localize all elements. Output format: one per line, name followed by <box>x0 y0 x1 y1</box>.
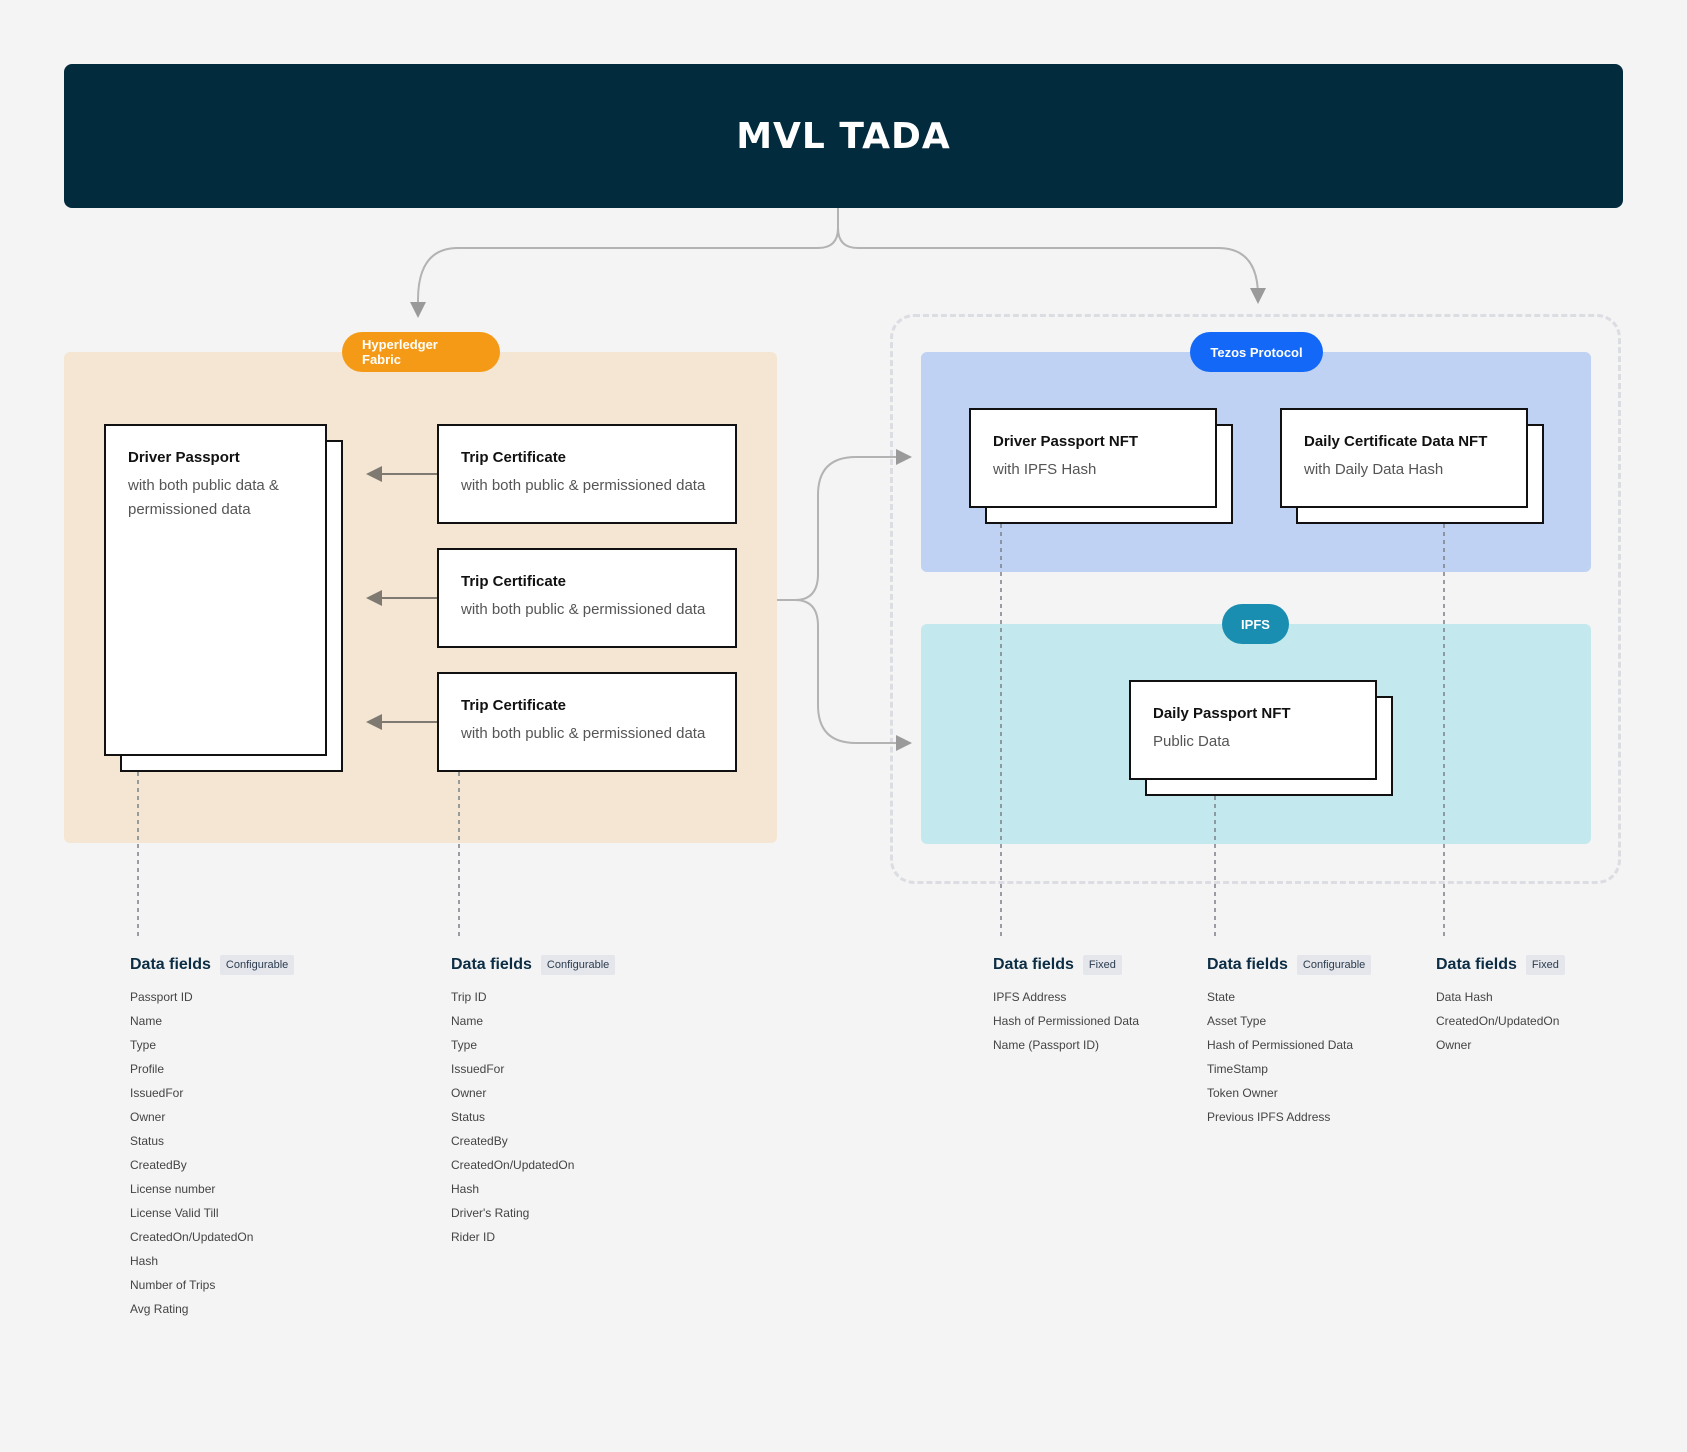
data-field-item: CreatedOn/UpdatedOn <box>451 1158 575 1172</box>
data-field-item: CreatedOn/UpdatedOn <box>130 1230 254 1244</box>
data-field-item: Profile <box>130 1062 165 1076</box>
off-chain-dashed-group <box>890 314 1621 884</box>
data-field-item: Rider ID <box>451 1230 496 1244</box>
data-fields-title: Data fields <box>451 956 532 973</box>
data-fields-title: Data fields <box>993 956 1074 973</box>
card-subtitle: with both public & permissioned data <box>461 725 706 742</box>
driver-passport-nft-card: Driver Passport NFT with IPFS Hash <box>969 408 1217 508</box>
page-title: MVL TADA <box>736 115 951 157</box>
data-field-item: Owner <box>130 1110 166 1124</box>
data-field-item: Passport ID <box>130 990 193 1004</box>
card-title: Daily Passport NFT <box>1153 705 1291 722</box>
data-field-item: Number of Trips <box>130 1278 216 1292</box>
data-field-item: Type <box>130 1038 157 1052</box>
tezos-protocol-label: Tezos Protocol <box>1190 332 1323 372</box>
header-banner: MVL TADA <box>64 64 1623 208</box>
ipfs-label: IPFS <box>1222 604 1289 644</box>
driver-passport-card: Driver Passport with both public data & … <box>104 424 327 756</box>
data-field-item: License Valid Till <box>130 1206 219 1220</box>
data-field-item: IssuedFor <box>451 1062 505 1076</box>
data-field-item: Type <box>451 1038 478 1052</box>
data-field-item: IssuedFor <box>130 1086 184 1100</box>
data-field-item: Hash of Permissioned Data <box>993 1014 1140 1028</box>
card-title: Trip Certificate <box>461 573 567 590</box>
card-title: Trip Certificate <box>461 697 567 714</box>
header-to-fabric-line <box>410 208 839 318</box>
card-subtitle: with both public data & permissioned dat… <box>128 477 279 518</box>
data-field-item: Name <box>130 1014 163 1028</box>
card-title: Driver Passport NFT <box>993 433 1139 450</box>
data-field-item: Status <box>130 1134 165 1148</box>
daily-passport-nft-card: Daily Passport NFT Public Data <box>1129 680 1377 780</box>
data-field-item: Driver's Rating <box>451 1206 530 1220</box>
data-field-item: Name <box>451 1014 484 1028</box>
data-fields-title: Data fields <box>1436 956 1517 973</box>
data-field-item: License number <box>130 1182 216 1196</box>
fixed-badge: Fixed <box>1525 955 1565 975</box>
data-field-item: Token Owner <box>1207 1086 1278 1100</box>
data-field-item: Hash <box>451 1182 480 1196</box>
card-title: Daily Certificate Data NFT <box>1304 433 1488 450</box>
trip-certificate-card: Trip Certificate with both public & perm… <box>437 548 737 648</box>
hyperledger-fabric-label: Hyperledger Fabric <box>342 332 500 372</box>
header-to-tezos-line <box>837 227 1266 304</box>
data-field-item: Previous IPFS Address <box>1207 1110 1331 1124</box>
data-field-item: Trip ID <box>451 990 487 1004</box>
data-field-item: TimeStamp <box>1207 1062 1268 1076</box>
data-field-item: CreatedOn/UpdatedOn <box>1436 1014 1560 1028</box>
data-field-item: CreatedBy <box>130 1158 187 1172</box>
card-subtitle: with Daily Data Hash <box>1304 461 1444 478</box>
trip-certificate-card: Trip Certificate with both public & perm… <box>437 672 737 772</box>
configurable-badge: Configurable <box>1296 955 1372 975</box>
data-field-item: State <box>1207 990 1236 1004</box>
data-field-item: Hash <box>130 1254 159 1268</box>
data-field-item: Name (Passport ID) <box>993 1038 1100 1052</box>
card-subtitle: with both public & permissioned data <box>461 477 706 494</box>
card-subtitle: with IPFS Hash <box>993 461 1097 478</box>
configurable-badge: Configurable <box>219 955 295 975</box>
fabric-to-tezos-line <box>777 449 912 601</box>
data-field-item: Data Hash <box>1436 990 1493 1004</box>
daily-certificate-nft-card: Daily Certificate Data NFT with Daily Da… <box>1280 408 1528 508</box>
configurable-badge: Configurable <box>540 955 616 975</box>
data-field-item: CreatedBy <box>451 1134 508 1148</box>
data-field-item: IPFS Address <box>993 990 1067 1004</box>
card-subtitle: with both public & permissioned data <box>461 601 706 618</box>
data-field-item: Status <box>451 1110 486 1124</box>
passport-data-fields: Data fields Configurable Passport ID Name… <box>130 955 370 1325</box>
fixed-badge: Fixed <box>1082 955 1122 975</box>
trip-certificate-card: Trip Certificate with both public & perm… <box>437 424 737 524</box>
fabric-to-ipfs-line <box>794 599 912 751</box>
data-field-item: Avg Rating <box>130 1302 189 1316</box>
data-field-item: Hash of Permissioned Data <box>1207 1038 1354 1052</box>
data-fields-title: Data fields <box>130 956 211 973</box>
data-fields-title: Data fields <box>1207 956 1288 973</box>
data-field-item: Owner <box>451 1086 487 1100</box>
card-title: Trip Certificate <box>461 449 567 466</box>
data-field-item: Asset Type <box>1207 1014 1267 1028</box>
card-title: Driver Passport <box>128 449 240 466</box>
card-subtitle: Public Data <box>1153 733 1230 750</box>
data-field-item: Owner <box>1436 1038 1472 1052</box>
